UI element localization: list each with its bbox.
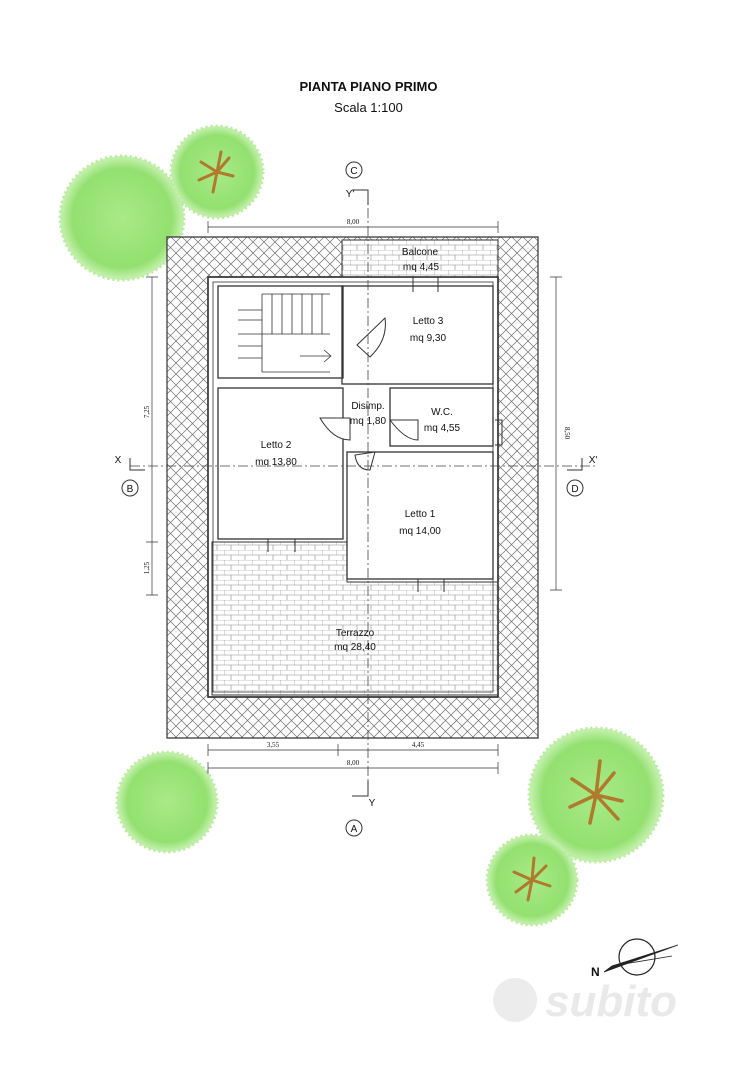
stair-room [217, 285, 344, 379]
dimension-lines [146, 221, 562, 774]
room-area-balcone: mq 4,45 [403, 262, 440, 273]
dim-top-width: 8,00 [347, 218, 360, 226]
room-wc [389, 387, 494, 447]
section-markers [129, 189, 583, 797]
section-line-label-x: X [115, 455, 122, 466]
watermark-logo-icon [493, 978, 537, 1022]
dim-bottom-right: 4,45 [412, 741, 425, 749]
room-area-terrazzo: mq 28,40 [334, 642, 376, 653]
doors [319, 316, 419, 471]
room-letto-1 [346, 451, 494, 580]
room-area-letto-2: mq 13,80 [255, 457, 297, 468]
door-wc [388, 419, 419, 441]
section-label-b: B [127, 484, 134, 495]
room-area-disimp: mq 1,80 [350, 416, 387, 427]
room-name-balcone: Balcone [402, 247, 439, 258]
tree-bottom-right [527, 726, 665, 864]
room-letto-2 [217, 387, 344, 540]
room-name-terrazzo: Terrazzo [336, 628, 375, 639]
section-label-d: D [571, 484, 578, 495]
section-circle-d [566, 479, 584, 497]
dim-bottom-left: 3,55 [267, 741, 280, 749]
section-line-label-y-prime: Y' [346, 189, 355, 200]
door-letto-2 [319, 417, 351, 441]
room-name-letto-2: Letto 2 [261, 440, 292, 451]
tree-trunk-icon [568, 759, 624, 825]
section-label-c: C [350, 166, 357, 177]
room-area-letto-3: mq 9,30 [410, 333, 447, 344]
north-arrow-icon [603, 938, 679, 976]
room-name-wc: W.C. [431, 407, 453, 418]
dim-left-upper: 7,25 [143, 405, 151, 418]
section-line-label-y: Y [369, 798, 376, 809]
outer-wall [207, 276, 499, 698]
plan-title: PIANTA PIANO PRIMO [299, 79, 438, 94]
section-line-label-x-prime: X' [589, 455, 598, 466]
room-name-disimp: Disimp. [351, 401, 384, 412]
section-lines [130, 190, 595, 795]
tree-icon [115, 750, 219, 854]
dim-left-lower: 1,25 [143, 561, 151, 574]
door-letto-1 [354, 451, 376, 471]
room-letto-3 [341, 285, 494, 385]
tree-top-left [58, 154, 186, 282]
section-circle-c [345, 161, 363, 179]
tree-trunk-icon [197, 150, 235, 194]
watermark-text: subito [545, 977, 677, 1026]
watermark: subito [493, 977, 677, 1026]
room-name-letto-1: Letto 1 [405, 509, 436, 520]
plan-scale: Scala 1:100 [334, 100, 403, 115]
dim-bottom-total: 8,00 [347, 759, 360, 767]
room-area-letto-1: mq 14,00 [399, 526, 441, 537]
door-letto-3 [356, 316, 386, 358]
dim-right-height: 8,50 [563, 427, 571, 440]
windows [267, 277, 503, 592]
tree-bottom-left [115, 750, 219, 854]
room-name-letto-3: Letto 3 [413, 316, 444, 327]
staircase [238, 293, 332, 373]
tree-top-small [169, 124, 265, 220]
section-circle-b [121, 479, 139, 497]
tree-bottom-right-small [485, 833, 579, 927]
north-label: N [591, 965, 600, 979]
tree-icon [58, 154, 186, 282]
terrace-area [211, 541, 499, 696]
tree-trunk-icon [512, 856, 552, 902]
room-area-wc: mq 4,55 [424, 423, 461, 434]
section-label-a: A [351, 824, 358, 835]
section-circle-a [345, 819, 363, 837]
